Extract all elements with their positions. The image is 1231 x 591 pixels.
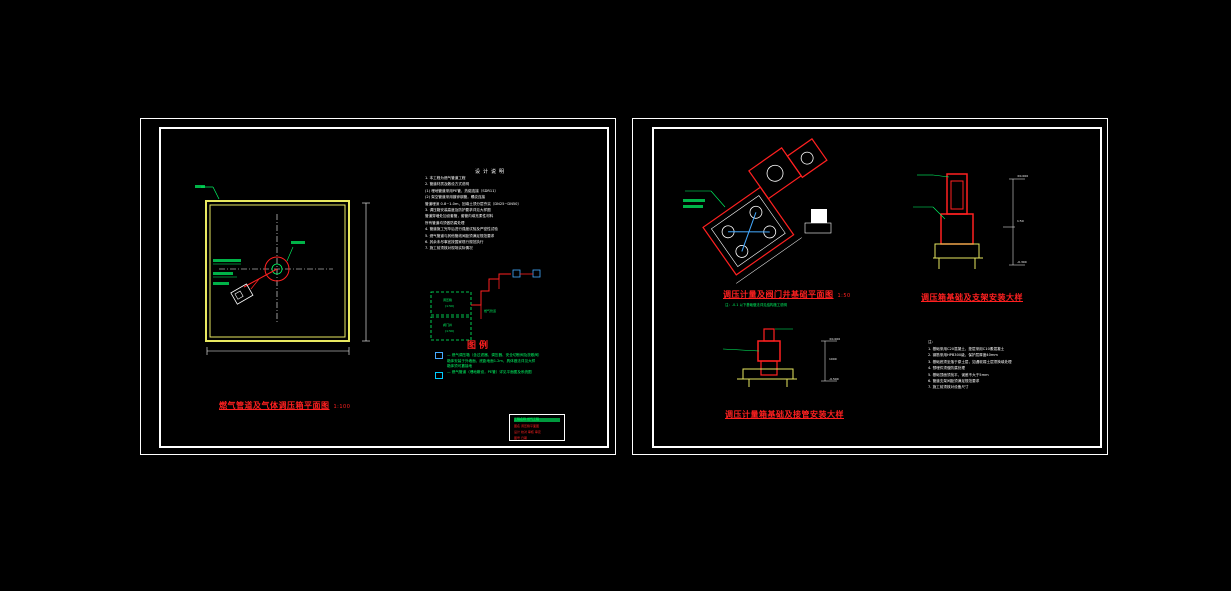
design-note-line: 5. 燃气管道与其他管线间距须满足规范要求 <box>425 233 495 238</box>
regulator-base-detail-title: 调压计量箱基础及接管安装大样 <box>725 410 844 419</box>
detail-note-line: 7. 施工前须核对设备尺寸 <box>928 385 969 390</box>
section-scale: 1:50 <box>1017 219 1024 223</box>
valve-well-box <box>430 316 472 341</box>
design-note-line: 3. 调压箱安装高度及防护要求详见大样图 <box>425 208 491 213</box>
design-note-line: 管道穿墙处加设套管，套管内填充柔性材料 <box>425 214 494 219</box>
regulator-box-scale: (1:50) <box>445 304 455 308</box>
design-note-line: (2) 架空管道采用镀锌钢管，螺纹连接 <box>425 195 486 200</box>
regulator-box <box>430 291 472 316</box>
sheet-1-notes-title: 设计说明 <box>475 169 508 175</box>
design-note-line: 所有管道均须做防腐处理 <box>425 220 465 225</box>
design-note-line: 管道埋深 0.8~1.0m，回填土须分层夯实（DN25~DN50） <box>425 201 522 206</box>
design-note-line: (1) 埋地管道采用PE管，热熔连接（SDR11） <box>425 188 499 193</box>
foundation-plan-subnote: 注：-0.1 以下基础做法详见结构施工说明 <box>725 303 787 307</box>
section-dimension: 1000 <box>829 357 837 361</box>
design-note-line: 2. 管道材质及敷设方式说明 <box>425 182 470 187</box>
legend-line: — 燃气调压箱（含过滤器、调压器、安全切断阀及放散阀） <box>447 353 542 357</box>
detail-note-line: 5. 基础顶面须找平，误差不大于5mm <box>928 372 989 377</box>
elevation-base: -0.500 <box>829 377 839 381</box>
building-outline-inner <box>209 204 346 338</box>
sheet-1-plan-drawing <box>195 185 541 355</box>
legend-title: 图例 <box>467 341 492 351</box>
legend-text: — 燃气调压箱（含过滤器、调压器、安全切断阀及放散阀） 箱体安装于外墙面，底距地… <box>447 353 542 375</box>
elevation-zero: ±0.000 <box>829 337 841 341</box>
design-note-line: 4. 管道施工完毕后进行强度试验及严密性试验 <box>425 227 498 232</box>
title-block-stamp: 工程名称 燃气工程 图名 调压箱平面图 设计 校对 审核 审定 图号 日期 <box>509 414 565 441</box>
detail-note-line: 4. 预埋件须做防腐处理 <box>928 366 965 371</box>
support-detail-title: 调压箱基础及支架安装大样 <box>921 293 1023 302</box>
detail-note-line: 3. 基础底须坐落于原土层，如遇软弱土层须换填处理 <box>928 359 1012 364</box>
sheet-1-notes: 1. 本工程为燃气管道工程 2. 管道材质及敷设方式说明 (1) 埋地管道采用PE… <box>425 175 521 252</box>
legend-line: 箱体须可靠接地 <box>447 364 473 368</box>
sheet-1-inner-frame <box>159 127 609 448</box>
pipe-label: 燃气管道 <box>484 309 497 313</box>
elevation-top: ±0.000 <box>1017 174 1029 178</box>
design-note-line: 7. 施工前须核对现场实际情况 <box>425 246 473 251</box>
regulator-legend-icon <box>435 352 443 359</box>
valve-well-label: 阀门井 <box>443 323 453 327</box>
detail-note-line: 6. 管道支架间距须满足规范要求 <box>928 379 980 384</box>
design-note-line: 6. 其余未尽事宜按国家现行规范执行 <box>425 240 484 245</box>
building-outline-outer <box>205 200 350 342</box>
sheet-2-inner-frame <box>652 127 1102 448</box>
detail-note-line: 2. 钢筋采用HPB300级，保护层厚度40mm <box>928 353 998 358</box>
elevation-bottom: -0.300 <box>1017 260 1027 264</box>
legend-line: — 燃气管道（埋地敷设，PE管）详见平面图及系统图 <box>447 369 532 374</box>
valve-well-scale: (1:50) <box>445 329 455 333</box>
pipe-legend-icon <box>435 372 443 379</box>
sheet-2-notes: 1. 基础采用C20混凝土，垫层采用C10素混凝土 2. 钢筋采用HPB300级，… <box>928 346 1012 391</box>
detail-note-line: 1. 基础采用C20混凝土，垫层采用C10素混凝土 <box>928 347 1005 351</box>
legend-line: 箱体安装于外墙面，底距地面1.2m，具体做法详见大样 <box>447 358 536 363</box>
sheet-2-notes-heading: 注： <box>928 340 936 344</box>
design-note-line: 1. 本工程为燃气管道工程 <box>425 176 466 180</box>
sheet-2-detail-drawings <box>683 138 1025 387</box>
regulator-box-label: 调压箱 <box>443 298 453 302</box>
